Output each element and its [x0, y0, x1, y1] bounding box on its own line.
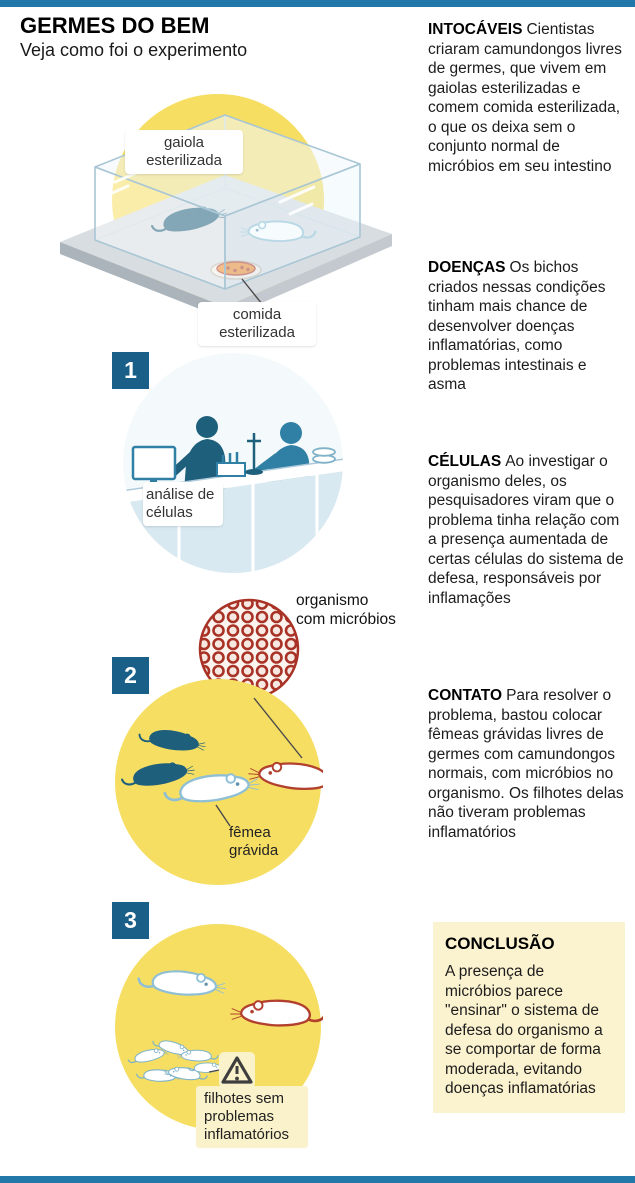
article-lead: DOENÇAS: [428, 259, 506, 276]
microbes-label: organismo com micróbios: [296, 592, 396, 628]
food-leader-line: [241, 278, 263, 305]
top-divider-bar: [0, 0, 635, 7]
computer-monitor-icon: [131, 445, 177, 486]
step-1-number: 1: [112, 352, 149, 389]
article-lead: INTOCÁVEIS: [428, 21, 523, 38]
article-text: Cientistas criaram camundongos livres de…: [428, 21, 622, 175]
lab-illustration: [123, 353, 343, 573]
lab-stand-icon: [245, 433, 263, 475]
conclusion-box: CONCLUSÃO A presença de micróbios parece…: [433, 922, 625, 1113]
female-leader-line: [215, 804, 231, 827]
platform-side-left: [60, 242, 225, 319]
test-tube-rack-icon: [216, 452, 246, 477]
step-2-number: 2: [112, 657, 149, 694]
step-3-number: 3: [112, 902, 149, 939]
warning-icon: [219, 1052, 255, 1088]
article-text: Os bichos criados nessas condições tinha…: [428, 259, 606, 394]
article-text: Ao investigar o organismo deles, os pesq…: [428, 453, 624, 607]
glass-shine-right: [278, 185, 316, 216]
pups-illustration: [115, 924, 323, 1130]
pups-leader-line: [208, 1069, 220, 1073]
cage-label: gaiola esterilizada: [125, 130, 243, 174]
pups-label: filhotes sem problemas inflamatórios: [196, 1086, 308, 1148]
cage-illustration: [60, 94, 392, 319]
food-label: comida esterilizada: [198, 302, 316, 346]
petri-dishes-icon: [312, 447, 336, 464]
food-dish-icon: [210, 260, 262, 280]
page-title: GERMES DO BEM: [20, 13, 210, 38]
platform-top: [60, 175, 392, 307]
article-lead: CONTATO: [428, 687, 503, 704]
page-subtitle: Veja como foi o experimento: [20, 40, 248, 60]
analysis-label: análise de células: [143, 482, 223, 526]
conclusion-title: CONCLUSÃO: [445, 934, 555, 953]
pregnant-female-label: fêmea grávida: [229, 824, 279, 859]
article-lead: CÉLULAS: [428, 453, 502, 470]
conclusion-text: A presença de micróbios parece "ensinar"…: [445, 963, 603, 1098]
article-text: Para resolver o problema, bastou colocar…: [428, 687, 624, 841]
microbes-circle-illustration: [198, 598, 300, 700]
bottom-divider-bar: [0, 1176, 635, 1183]
platform-side-right: [225, 234, 392, 319]
